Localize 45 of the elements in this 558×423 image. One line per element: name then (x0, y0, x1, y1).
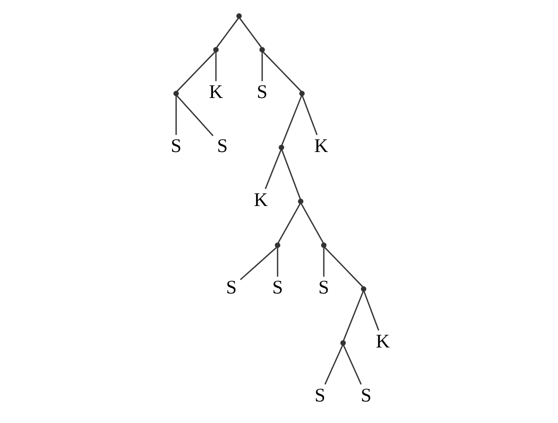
node-text: S (225, 278, 236, 299)
connector (176, 95, 214, 136)
connector (276, 203, 300, 244)
node-text: K (253, 190, 268, 211)
node-point (320, 242, 326, 248)
node-point (172, 90, 178, 96)
node-text: S (216, 136, 228, 157)
connector (280, 95, 302, 146)
connector (262, 52, 302, 92)
node-point (236, 13, 242, 19)
connector (264, 149, 282, 190)
connector (176, 52, 215, 92)
connector (174, 96, 176, 135)
node-point (258, 46, 264, 52)
node-text: S (360, 385, 372, 406)
connector (301, 95, 318, 136)
node-text: K (314, 136, 328, 157)
connector (280, 149, 300, 200)
connector (238, 18, 262, 48)
node-text: S (272, 278, 282, 299)
connector (342, 344, 362, 385)
node-point (298, 90, 304, 96)
connector (300, 203, 324, 244)
connector (214, 52, 216, 82)
connector (322, 248, 324, 277)
node-point (274, 242, 280, 248)
node-text: S (256, 82, 268, 104)
connector (362, 290, 379, 331)
node-text: S (170, 136, 181, 157)
node-point (212, 46, 218, 52)
node-text: S (314, 385, 325, 406)
node-point (278, 144, 284, 150)
connector (324, 344, 343, 385)
connector (342, 290, 364, 341)
connector (261, 52, 262, 82)
node-point (340, 340, 346, 346)
node-text: S (318, 278, 329, 299)
node-point (360, 286, 366, 292)
node-text: K (375, 331, 390, 352)
node-point (297, 198, 303, 204)
connector (324, 247, 363, 288)
node-text: K (208, 82, 222, 104)
connector (216, 18, 238, 48)
connector (276, 248, 278, 277)
connector (239, 247, 276, 280)
